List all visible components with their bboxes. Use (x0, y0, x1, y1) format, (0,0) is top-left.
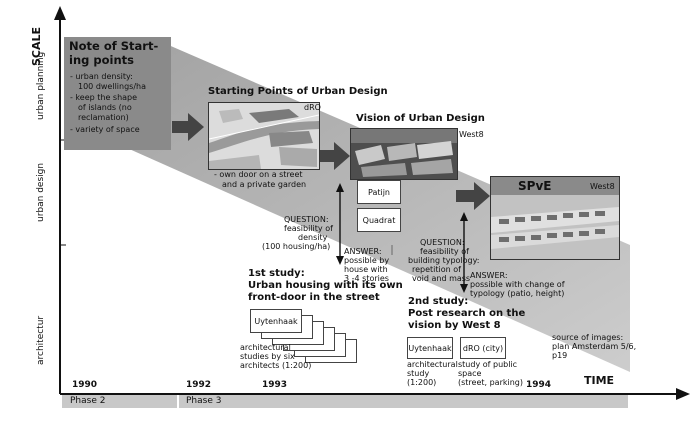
study-2-title-line-3: vision by West 8 (408, 320, 501, 331)
x-axis-title: TIME (584, 374, 615, 387)
study-2-box-dro-city: dRO (city) (460, 337, 506, 359)
spve-title: SPvE (518, 179, 552, 193)
year-1993: 1993 (262, 380, 288, 390)
answer-1-line-1: ANSWER: (344, 247, 382, 256)
study-2-title-line-2: Post research on the (408, 308, 526, 319)
spve-model-image (490, 176, 620, 260)
starting-points-credit: dRO (304, 103, 321, 112)
phase-bar (62, 395, 628, 408)
y-level-architecture: architectur (36, 315, 46, 365)
study-2-caption-2-line-3: (street, parking) (458, 378, 523, 387)
arrow-start-to-vision (318, 142, 350, 170)
question-2-line-3: building typology: (408, 256, 480, 265)
question-1-line-4: (100 housing/ha) (262, 242, 331, 251)
source-line-1: source of images: (552, 333, 624, 342)
question-1-line-2: feasibility of (284, 224, 333, 233)
note-box (64, 37, 171, 150)
starting-points-plan-image (208, 102, 320, 170)
year-1990: 1990 (72, 380, 98, 390)
vision-box-quadrat: Quadrat (357, 208, 401, 232)
arrow-note-to-start (172, 113, 204, 141)
answer-2-line-1: ANSWER: (470, 271, 508, 280)
study-1-title-line-2: Urban housing with its own (248, 280, 403, 291)
question-2-line-2: feasibility of (420, 247, 469, 256)
spve-credit: West8 (590, 182, 615, 191)
vision-credit: West8 (459, 130, 484, 139)
study-1-caption-3: architects (1:200) (240, 361, 312, 370)
note-item-islands-1: - keep the shape (70, 93, 138, 102)
y-level-urban-planning: urban planning (36, 51, 46, 120)
note-item-density-2: 100 dwellings/ha (78, 82, 147, 91)
study-1-caption-1: architectural (240, 343, 291, 352)
answer-2-line-3: typology (patio, height) (470, 289, 565, 298)
phase-2-label: Phase 2 (70, 396, 106, 406)
study-1-title-line-1: 1st study: (248, 268, 305, 279)
source-line-2: plan Amsterdam 5/6, (552, 342, 637, 351)
x-axis-arrowhead (676, 388, 690, 400)
vision-title: Vision of Urban Design (356, 113, 485, 124)
study-2-title-line-1: 2nd study: (408, 296, 469, 307)
note-title-line-2: ing points (69, 53, 134, 67)
question-2-line-4: repetition of (412, 265, 461, 274)
study-1-box-uytenhaak: Uytenhaak (250, 309, 302, 333)
answer-1-line-3: house with (344, 265, 388, 274)
question-1-line-1: QUESTION: (284, 215, 329, 224)
starting-points-caption-2: and a private garden (222, 180, 307, 189)
y-level-urban-design: urban design (36, 162, 46, 222)
starting-points-title: Starting Points of Urban Design (208, 86, 388, 97)
arrow-vision-to-spve (456, 182, 490, 210)
note-item-islands-2: of islands (no (78, 103, 132, 112)
year-1994: 1994 (526, 380, 552, 390)
study-2-box-uytenhaak: Uytenhaak (407, 337, 453, 359)
study-2-caption-2-line-2: space (458, 369, 482, 378)
year-1992: 1992 (186, 380, 212, 390)
starting-points-caption-1: - own door on a street (214, 170, 303, 179)
note-title-line-1: Note of Start- (69, 39, 159, 53)
source-line-3: p19 (552, 351, 568, 360)
note-item-islands-3: reclamation) (78, 113, 129, 122)
scale-time-band (64, 37, 630, 372)
vision-model-image (350, 128, 458, 180)
question-1-line-3: density (298, 233, 328, 242)
answer-1-line-2: possible by (344, 256, 390, 265)
phase-3-label: Phase 3 (186, 396, 222, 406)
question-2-line-5: void and mass (412, 274, 471, 283)
study-2-caption-1-line-3: (1:200) (407, 378, 437, 387)
vision-box-patijn: Patijn (357, 180, 401, 204)
note-item-variety: - variety of space (70, 125, 140, 134)
note-item-density-1: - urban density: (70, 72, 133, 81)
answer-1-line-4: 3 -4 stories (344, 274, 389, 283)
y-axis-arrowhead (54, 6, 66, 20)
study-2-caption-1-line-1: architectural (407, 360, 458, 369)
question-2-line-1: QUESTION: (420, 238, 465, 247)
study-2-caption-2-line-1: study of public (458, 360, 518, 369)
answer-2-line-2: possible with change of (470, 280, 565, 289)
study-2-caption-1-line-2: study (407, 369, 430, 378)
study-1-title-line-3: front-door in the street (248, 292, 380, 303)
study-1-caption-2: studies by six (240, 352, 295, 361)
